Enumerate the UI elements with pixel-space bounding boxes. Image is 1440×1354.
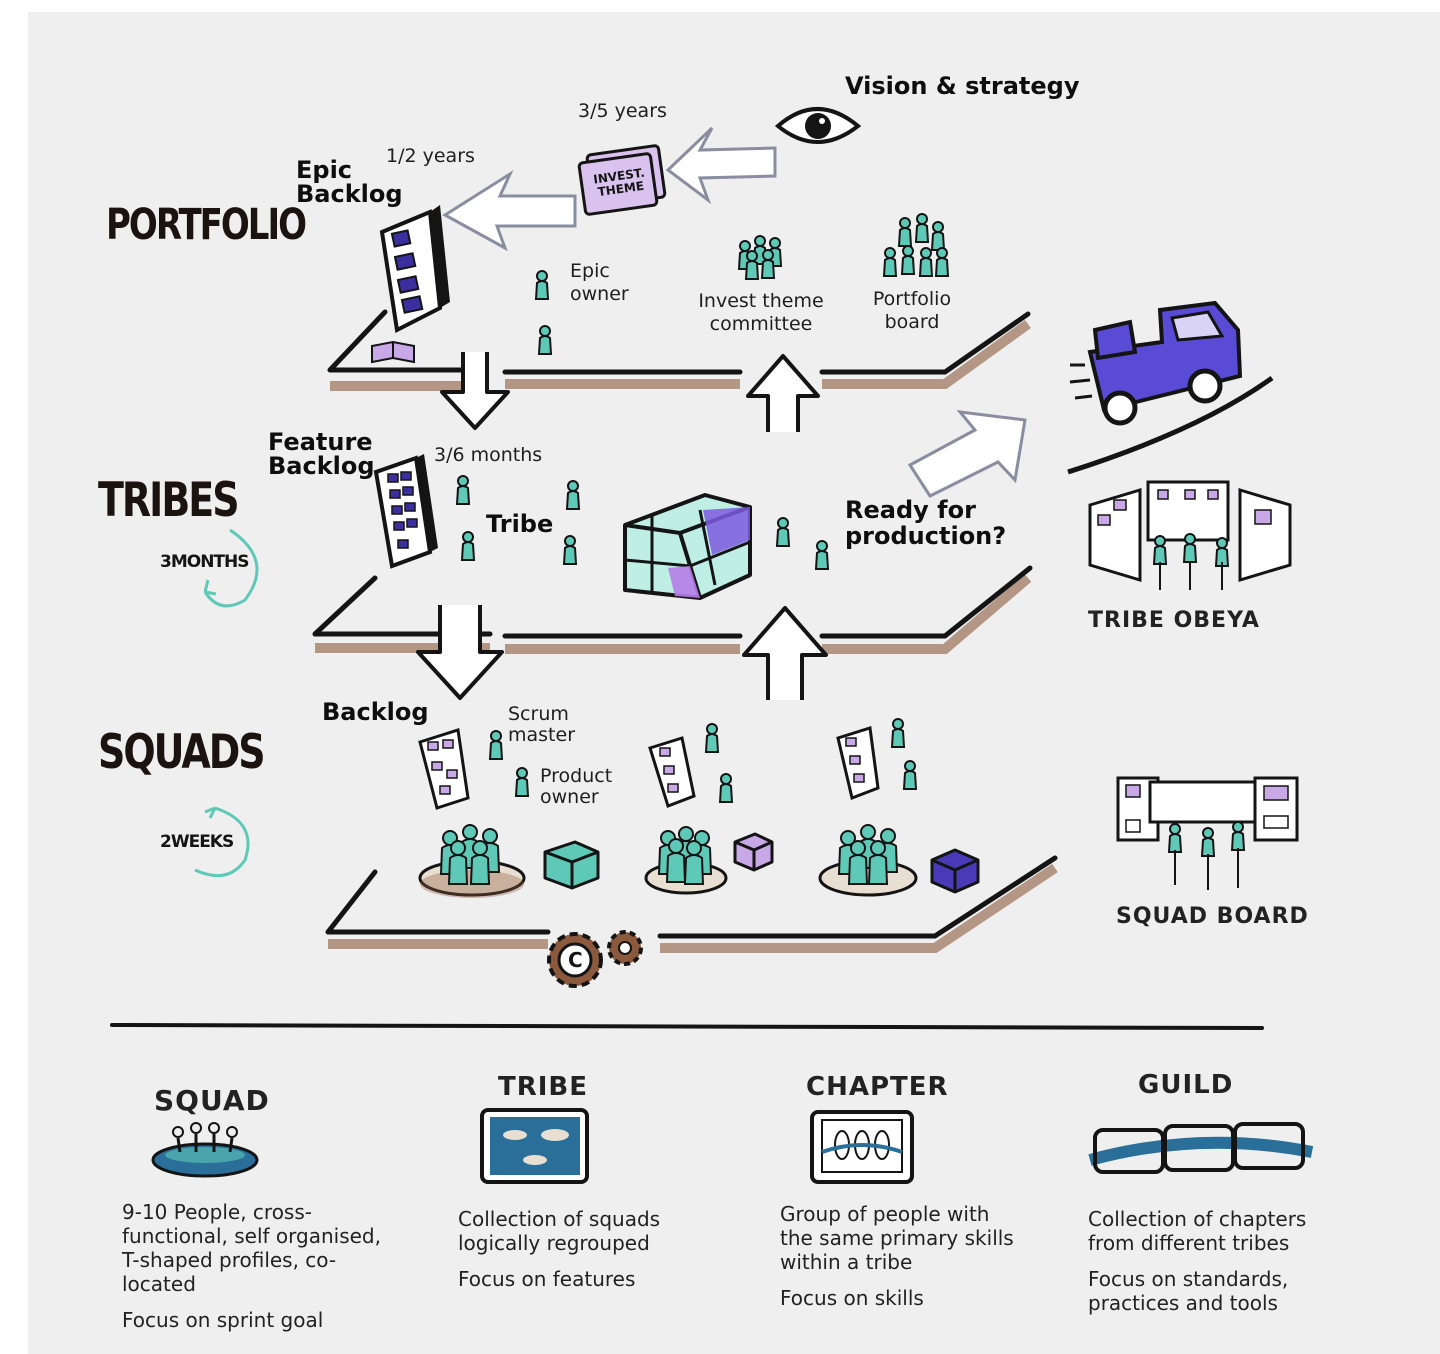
epic-backlog-board-icon [379,205,450,334]
tribes-platform [312,565,1033,654]
legend-focus-tribe: Focus on features [458,1267,636,1291]
legend-desc-tribe: Collection of squads logically regrouped… [458,1207,698,1291]
increment-cube-icon [543,840,600,890]
squad-legend-icon [151,1122,259,1178]
book-icon [371,340,415,364]
up-arrow-icon [742,606,828,700]
invest-committee-group-icon [738,235,782,280]
portfolio-board-group-icon [883,213,949,277]
product-cube-icon [623,493,752,600]
legend-text-squad: 9-10 People, cross-functional, self orga… [122,1200,381,1296]
scrum-master-icon [705,723,719,753]
legend-desc-guild: Collection of chapters from different tr… [1088,1207,1338,1315]
squad-board-illustration [1116,776,1299,890]
epic-owner-label: Epic owner [570,260,629,305]
increment-cube-icon [733,832,774,872]
epic-backlog-label: Epic Backlog [296,156,403,208]
tribe-member-icon [563,535,577,565]
legend-title-squad: SQUAD [154,1084,270,1117]
feature-backlog-label: Feature Backlog [268,428,375,480]
eye-icon [774,107,862,144]
squad-team-3 [818,824,918,897]
ready-for-production-label: Ready for production? [845,496,1007,550]
feature-backlog-board-icon [373,454,438,569]
diagram-canvas [28,12,1440,1354]
epic-owner-person-icon [535,270,549,300]
epic-horizon: 1/2 years [386,145,475,167]
squad-backlog-board-icon [836,726,880,801]
backlog-label: Backlog [322,698,429,726]
release-arrow-icon [907,410,1027,498]
tribe-obeya-label: TRIBE OBEYA [1088,608,1260,633]
squad-board-label: SQUAD BOARD [1116,904,1309,929]
theme-arrow-icon [442,170,577,252]
legend-desc-squad: 9-10 People, cross-functional, self orga… [122,1200,392,1332]
product-owner-label: Product owner [540,765,613,808]
increment-cube-icon [930,848,980,894]
legend-focus-guild: Focus on standards, practices and tools [1088,1267,1289,1315]
portfolio-platform [327,309,1031,391]
portfolio-board-label: Portfolio board [872,288,952,333]
strategy-arrow-icon [665,126,777,205]
squad-team-1 [418,824,526,898]
legend-focus-squad: Focus on sprint goal [122,1308,324,1332]
up-arrow-icon [746,354,820,432]
level-label-tribes: TRIBES [98,472,240,527]
cycle-arrow-icon [203,528,259,608]
legend-focus-chapter: Focus on skills [780,1286,924,1310]
scrum-master-label: Scrum master [508,703,576,746]
section-divider [110,1023,1264,1030]
chapter-legend-icon [810,1110,914,1184]
legend-text-guild: Collection of chapters from different tr… [1088,1207,1307,1255]
legend-desc-chapter: Group of people with the same primary sk… [780,1202,1020,1310]
tribe-label: Tribe [486,510,554,538]
tribe-member-icon [456,475,470,505]
tribe-member-icon [461,531,475,561]
chapter-gear-label: C [568,948,583,972]
chapter-gear-icon [547,930,643,988]
level-label-squads: SQUADS [98,724,266,779]
guild-legend-icon [1088,1122,1314,1174]
down-arrow-icon [440,352,510,430]
level-label-portfolio: PORTFOLIO [106,200,307,250]
vision-label: Vision & strategy [845,72,1080,100]
legend-text-chapter: Group of people with the same primary sk… [780,1202,1014,1274]
tribe-legend-icon [480,1108,589,1184]
squads-platform [325,855,1058,953]
down-arrow-icon [416,605,504,700]
tribe-obeya-illustration [1088,480,1292,590]
cadence-squads: 2WEEKS [160,832,234,852]
feature-horizon: 3/6 months [434,444,543,466]
scrum-master-icon [891,718,905,748]
invest-theme-card-icon [577,144,667,216]
epic-owner-person-icon [538,325,552,355]
tribe-member-icon [815,540,829,570]
legend-title-guild: GUILD [1138,1070,1234,1100]
invest-committee-label: Invest theme committee [698,290,824,335]
product-owner-icon [719,773,733,803]
cadence-tribes: 3MONTHS [160,552,249,572]
legend-text-tribe: Collection of squads logically regrouped [458,1207,661,1255]
product-owner-icon [515,767,529,797]
invest-horizon: 3/5 years [578,100,667,122]
tribe-member-icon [566,480,580,510]
product-owner-icon [903,760,917,790]
squad-backlog-board-icon [648,736,696,808]
scrum-master-icon [489,730,503,760]
legend-title-tribe: TRIBE [498,1072,589,1102]
legend-title-chapter: CHAPTER [806,1072,949,1102]
squad-team-2 [644,826,728,895]
cycle-arrow-icon [194,806,250,878]
tribe-member-icon [776,517,790,547]
truck-icon [1067,300,1274,475]
squad-backlog-board-icon [418,728,470,810]
